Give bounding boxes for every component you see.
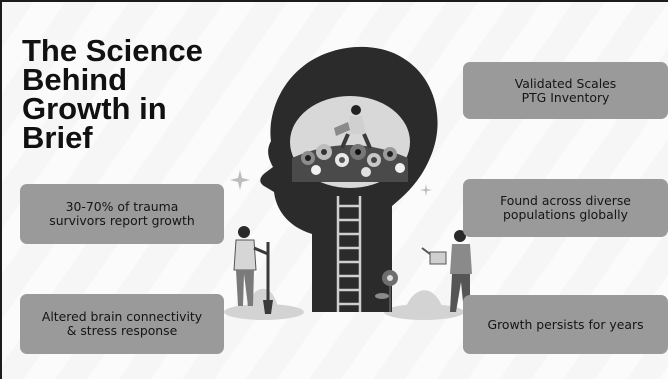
info-box-line: survivors report growth — [49, 213, 195, 228]
info-box-line: & stress response — [66, 323, 178, 338]
info-box-brain-connectivity: Altered brain connectivity & stress resp… — [20, 294, 224, 354]
sparkle-icon — [230, 170, 432, 196]
info-box-line: populations globally — [503, 207, 628, 222]
info-box-line: 30-70% of trauma — [65, 199, 179, 214]
head-silhouette-garden-illustration — [224, 46, 464, 320]
info-box-trauma-growth: 30-70% of trauma survivors report growth — [20, 184, 224, 244]
slide-title: The Science Behind Growth in Brief — [22, 33, 203, 155]
info-box-line: Found across diverse — [500, 193, 631, 208]
info-box-growth-persists: Growth persists for years — [463, 295, 668, 354]
info-box-line: Validated Scales — [514, 75, 617, 91]
info-box-validated-scales: Validated Scales PTG Inventory — [463, 62, 668, 119]
info-box-line: PTG Inventory — [521, 89, 610, 105]
ladder-icon — [336, 196, 362, 312]
info-box-line: Growth persists for years — [487, 316, 644, 332]
potted-flower-icon — [375, 270, 398, 312]
info-box-line: Altered brain connectivity — [41, 309, 203, 324]
person-with-shovel-icon — [233, 226, 273, 314]
flower-bed-icon — [292, 144, 408, 182]
info-box-diverse-populations: Found across diverse populations globall… — [463, 179, 668, 237]
gardener-in-head-icon — [334, 105, 372, 149]
